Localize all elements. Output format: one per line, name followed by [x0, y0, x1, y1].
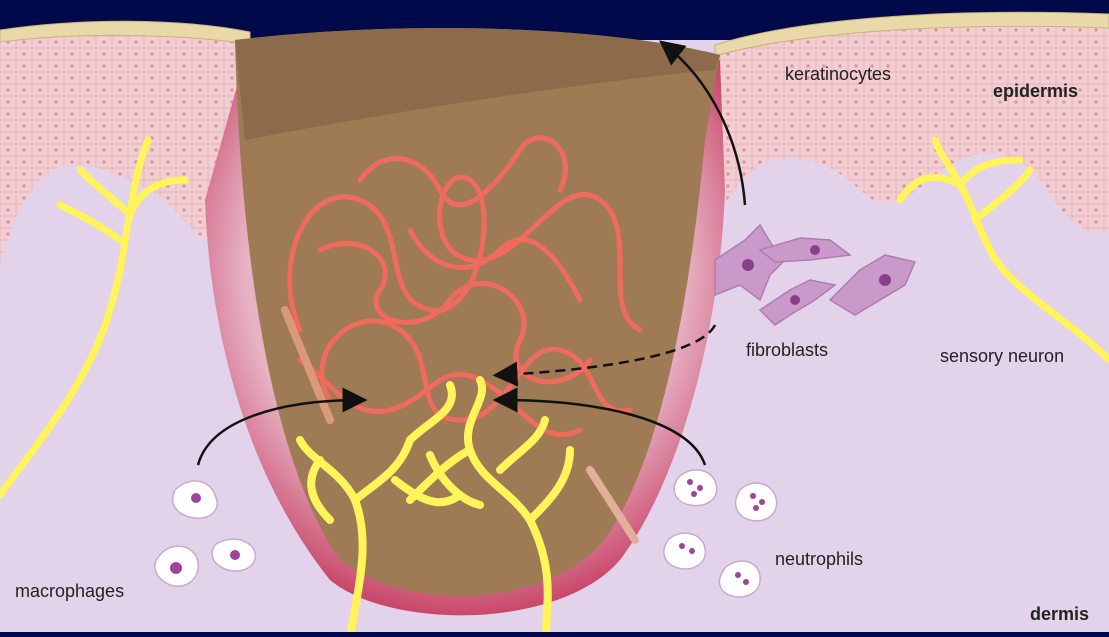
neutrophil-lobe [679, 543, 685, 549]
label-fibroblasts: fibroblasts [746, 340, 828, 360]
neutrophil-lobe [687, 479, 693, 485]
neutrophil-lobe [743, 579, 749, 585]
label-keratinocytes: keratinocytes [785, 64, 891, 84]
bottom-frame [0, 632, 1109, 637]
macrophage-nucleus [230, 550, 240, 560]
fibroblast-nucleus [879, 274, 891, 286]
fibroblast-nucleus [810, 245, 820, 255]
macrophage-nucleus [170, 562, 182, 574]
label-epidermis: epidermis [993, 81, 1078, 101]
fibroblast-nucleus [790, 295, 800, 305]
neutrophil-lobe [759, 499, 765, 505]
neutrophil-lobe [691, 491, 697, 497]
macrophage-nucleus [191, 493, 201, 503]
fibroblast-nucleus [742, 259, 754, 271]
neutrophil-lobe [697, 485, 703, 491]
neutrophil-lobe [735, 572, 741, 578]
label-macrophages: macrophages [15, 581, 124, 601]
label-dermis: dermis [1030, 604, 1089, 624]
neutrophil-lobe [750, 493, 756, 499]
label-neutrophils: neutrophils [775, 549, 863, 569]
neutrophil-lobe [753, 505, 759, 511]
neutrophil-lobe [689, 548, 695, 554]
label-sensory-neuron: sensory neuron [940, 346, 1064, 366]
